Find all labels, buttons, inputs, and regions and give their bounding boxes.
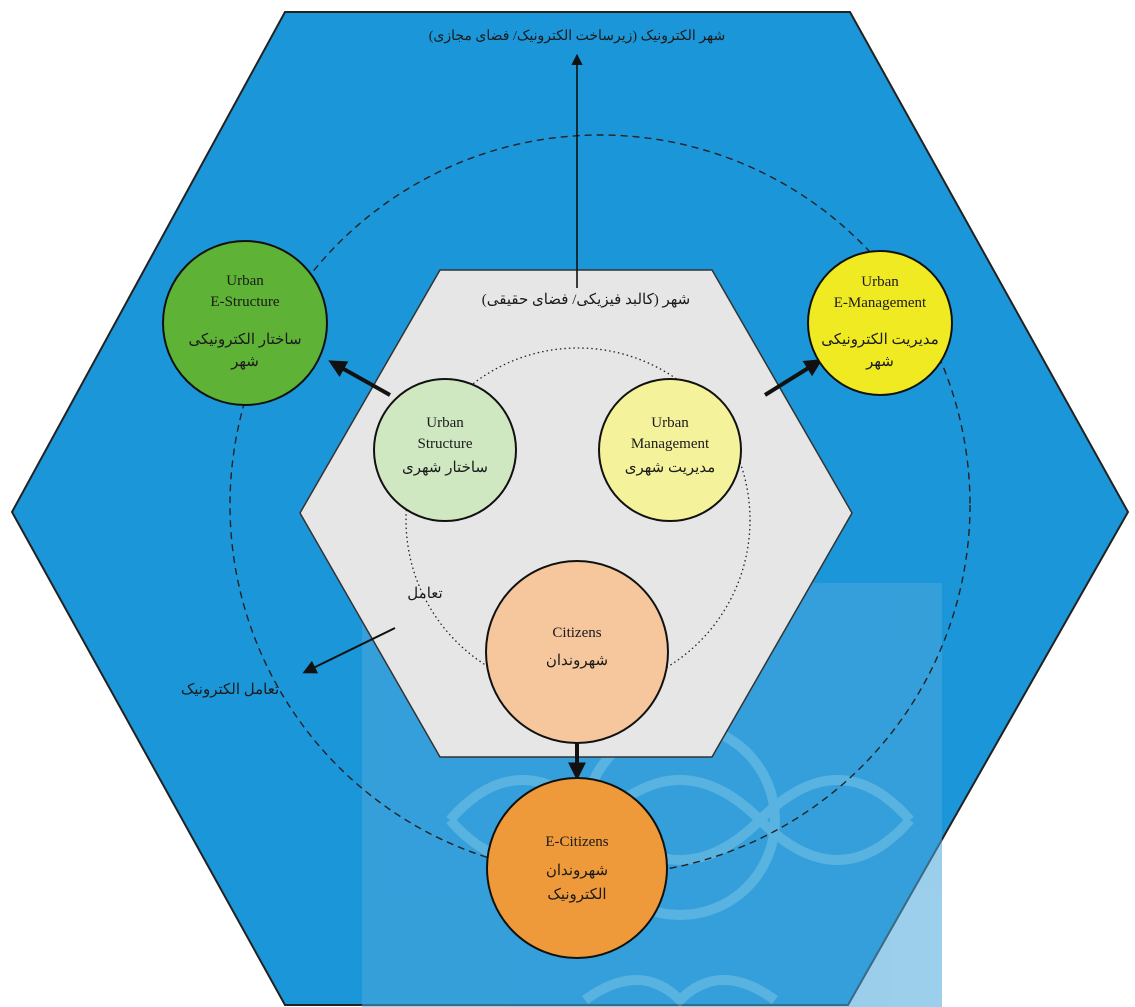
- arrow-management-to-e-management: [763, 359, 823, 397]
- e-structure-line2: E-Structure: [210, 294, 279, 310]
- e-structure-fa2: شهر: [230, 354, 259, 370]
- interaction-label: تعامل: [407, 586, 442, 602]
- urban-e-management-node: [807, 250, 953, 396]
- structure-fa1: ساختار شهری: [402, 460, 488, 476]
- e-management-fa2: شهر: [865, 354, 894, 370]
- arrow-interaction: [302, 627, 396, 674]
- e-management-fa1: مدیریت الکترونیکی: [821, 332, 939, 348]
- arrow-structure-to-e-structure: [328, 360, 391, 397]
- management-line1: Urban: [651, 415, 689, 431]
- e-structure-fa1: ساختار الکترونیکی: [188, 332, 301, 348]
- structure-line1: Urban: [426, 415, 464, 431]
- e-interaction-label: تعامل الکترونیک: [181, 682, 279, 698]
- e-management-line1: Urban: [861, 274, 899, 290]
- urban-e-structure-node: [162, 240, 328, 406]
- outer-title: شهر الکترونیک (زیرساخت الکترونیک/ فضای م…: [429, 29, 725, 44]
- e-citizens-fa1: شهروندان: [546, 863, 608, 879]
- urban-structure-node: [373, 378, 517, 522]
- e-management-line2: E-Management: [834, 295, 927, 311]
- e-citizens-fa2: الکترونیک: [547, 887, 606, 903]
- e-structure-line1: Urban: [226, 273, 264, 289]
- inner-title: شهر (کالبد فیزیکی/ فضای حقیقی): [482, 292, 691, 308]
- citizens-line1: Citizens: [552, 625, 601, 641]
- structure-line2: Structure: [418, 436, 473, 452]
- e-citizens-node: [486, 777, 668, 959]
- citizens-fa1: شهروندان: [546, 653, 608, 669]
- management-fa1: مدیریت شهری: [625, 460, 716, 476]
- citizens-node: [485, 560, 669, 744]
- management-line2: Management: [631, 436, 710, 452]
- e-citizens-line1: E-Citizens: [545, 834, 608, 850]
- urban-management-node: [598, 378, 742, 522]
